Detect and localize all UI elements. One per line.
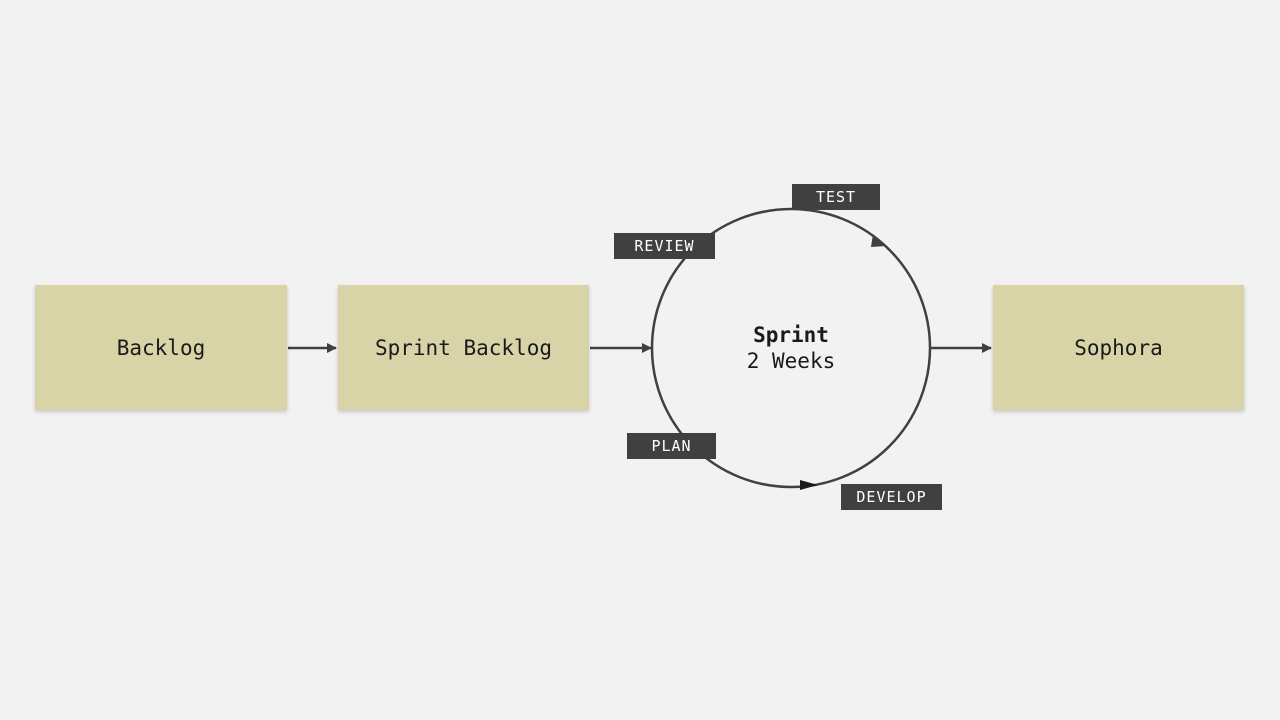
sprint-center-label: Sprint 2 Weeks xyxy=(691,322,891,374)
sophora-label: Sophora xyxy=(1074,335,1163,360)
sprint-title: Sprint xyxy=(753,323,829,347)
stage-label-plan: PLAN xyxy=(627,433,716,459)
cycle-arrowhead-develop xyxy=(800,480,818,490)
sprint-backlog-label: Sprint Backlog xyxy=(374,335,552,360)
sprint-backlog-box: Sprint Backlog xyxy=(338,285,589,410)
sprint-cycle-circle xyxy=(650,207,932,489)
sophora-box: Sophora xyxy=(993,285,1244,410)
backlog-label: Backlog xyxy=(116,335,206,360)
backlog-box: Backlog xyxy=(35,285,287,410)
stage-label-test: TEST xyxy=(792,184,880,210)
cycle-arrowhead-test xyxy=(871,234,886,247)
sprint-duration: 2 Weeks xyxy=(746,349,836,373)
stage-label-develop: DEVELOP xyxy=(841,484,942,510)
stage-label-review: REVIEW xyxy=(614,233,715,259)
